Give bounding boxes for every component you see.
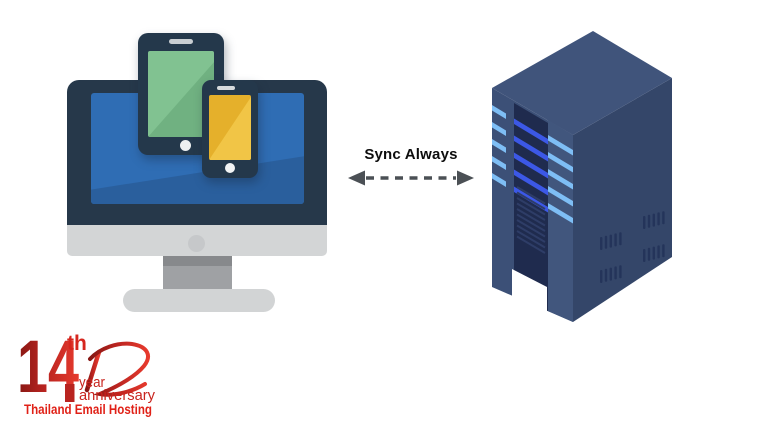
tablet-home-button xyxy=(180,140,191,151)
phone-screen xyxy=(209,95,251,160)
logo-year-text: year xyxy=(79,374,105,391)
logo-number-stem xyxy=(65,384,75,402)
logo-anniversary-text: anniversary xyxy=(79,387,155,404)
server-corner-pillar xyxy=(548,120,573,322)
monitor-stand-base xyxy=(123,289,275,312)
phone-screen-glare xyxy=(209,96,251,160)
phone-home-button xyxy=(225,163,235,173)
logo-suffix: th xyxy=(67,332,87,355)
server-led-stripes-and-vents xyxy=(492,105,665,283)
server-top-face xyxy=(492,31,672,135)
monitor-logo-dot xyxy=(188,235,205,252)
sync-arrow-icon xyxy=(348,170,474,186)
tablet-speaker-slot xyxy=(169,39,193,44)
smartphone-icon xyxy=(202,80,258,178)
phone-speaker-slot xyxy=(217,86,235,90)
logo-swoosh-icon xyxy=(84,341,150,397)
sync-always-label: Sync Always xyxy=(364,146,458,163)
anniversary-logo: 14 th year anniversary Thailand Email Ho… xyxy=(17,328,155,417)
logo-tagline: Thailand Email Hosting xyxy=(24,402,152,417)
server-right-face xyxy=(573,78,672,322)
server-foot-notch xyxy=(512,269,547,318)
server-tower-illustration xyxy=(492,31,672,322)
monitor-stand-neck xyxy=(163,256,232,292)
